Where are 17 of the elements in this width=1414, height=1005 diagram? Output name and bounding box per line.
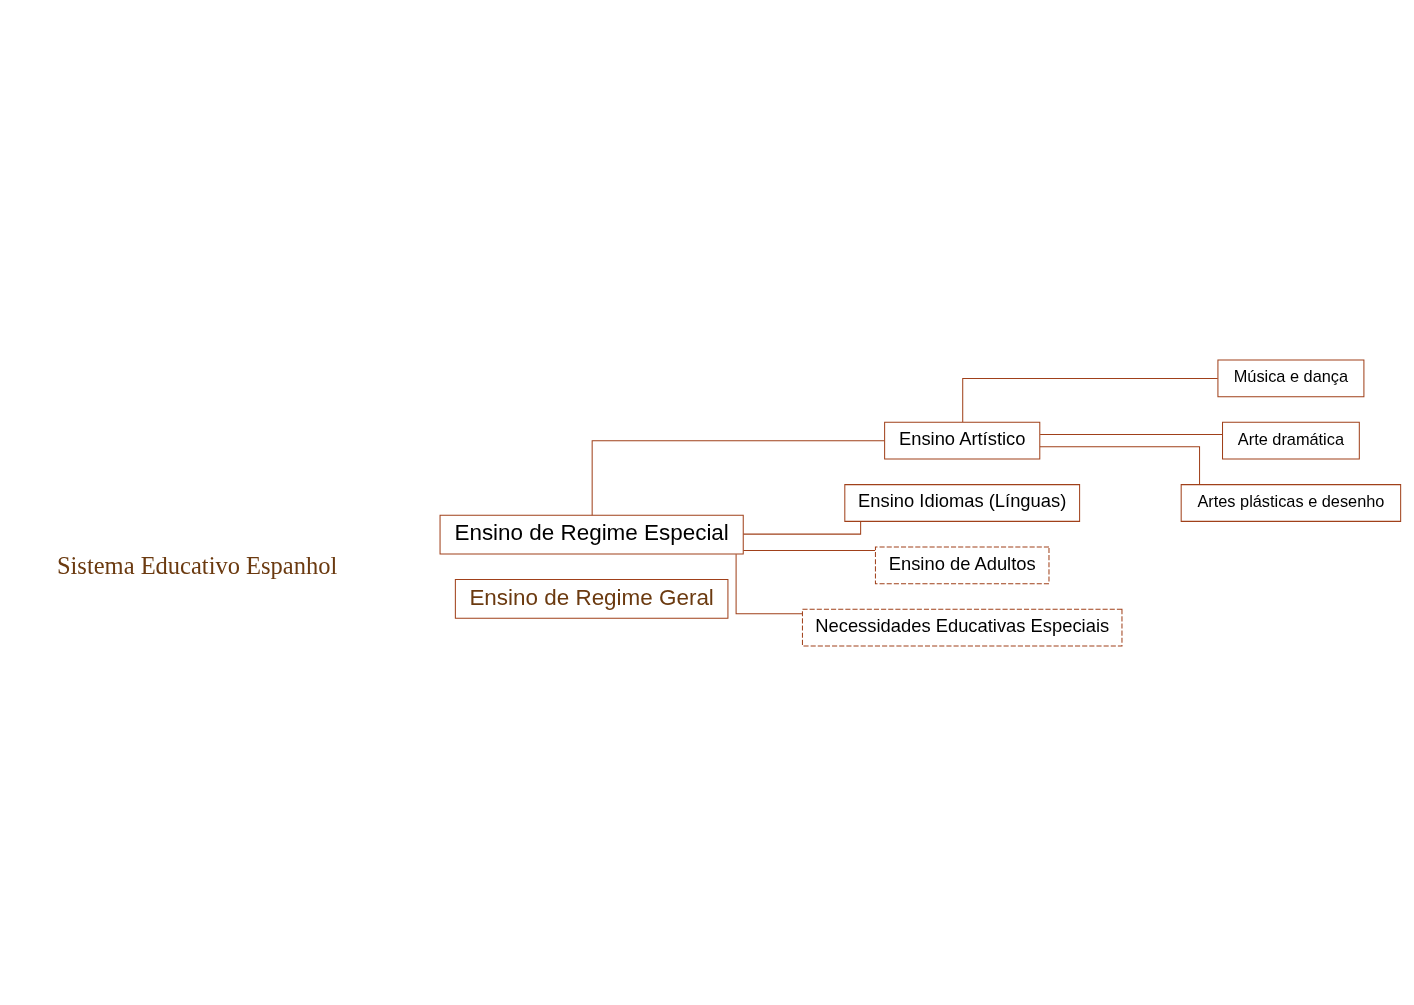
node-box: Necessidades Educativas Especiais <box>801 608 1123 646</box>
node-box: Arte dramática <box>1222 421 1360 460</box>
connector <box>1039 445 1201 485</box>
node-box: Ensino Idiomas (Línguas) <box>844 483 1081 522</box>
node-box: Artes plásticas e desenho <box>1180 483 1402 522</box>
node-box: Música e dança <box>1217 359 1365 397</box>
label: Sistema Educativo Espanhol <box>56 551 338 579</box>
node-box: Ensino de Adultos <box>874 545 1050 584</box>
node-box: Ensino de Regime Especial <box>439 514 744 555</box>
connector <box>735 553 803 614</box>
node-box: Ensino de Regime Geral <box>454 578 729 619</box>
connector <box>962 377 1219 423</box>
connector <box>591 439 885 516</box>
connector <box>1039 433 1223 435</box>
connector <box>742 549 876 551</box>
node-box: Ensino Artístico <box>884 421 1041 460</box>
connector <box>742 520 862 535</box>
